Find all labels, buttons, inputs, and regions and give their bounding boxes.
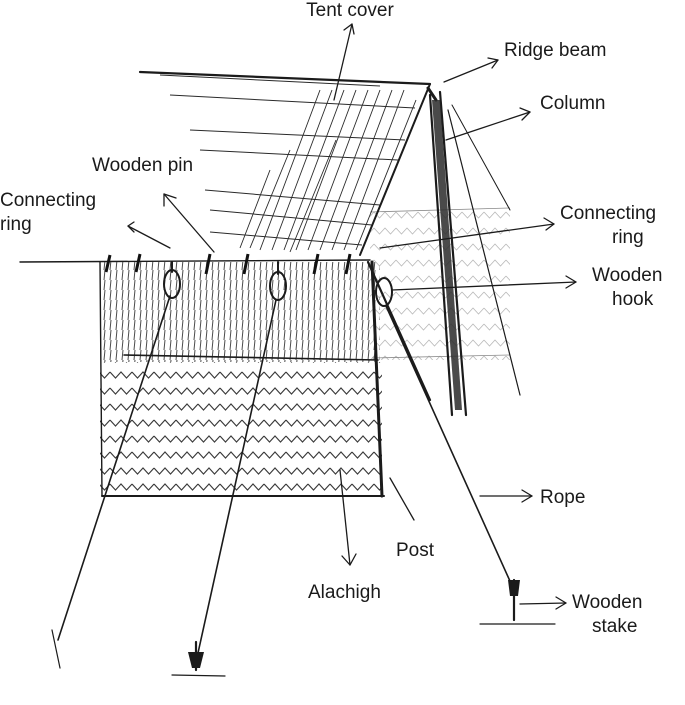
wooden-stakes <box>51 578 556 677</box>
label-column: Column <box>540 93 606 114</box>
label-connecting-ring-left-line2: ring <box>0 214 32 235</box>
label-rope: Rope <box>540 487 586 508</box>
ridge-beam-and-column <box>426 86 521 417</box>
annotation-arrows <box>127 23 577 610</box>
label-alachigh: Alachigh <box>308 582 381 603</box>
tent-cover-shape <box>19 70 432 263</box>
label-tent-cover: Tent cover <box>306 0 394 21</box>
label-connecting-ring-right-line2: ring <box>612 227 644 248</box>
label-wooden-hook-line1: Wooden <box>592 265 663 286</box>
label-connecting-ring-left-line1: Connecting <box>0 190 97 211</box>
label-wooden-stake-line2: stake <box>592 616 638 637</box>
wall-alachigh <box>99 260 385 498</box>
label-post: Post <box>396 540 435 561</box>
wooden-pins <box>104 253 352 275</box>
label-ridge-beam: Ridge beam <box>504 40 607 61</box>
label-wooden-hook-line2: hook <box>612 289 654 310</box>
label-wooden-pin: Wooden pin <box>92 155 194 176</box>
connecting-rings <box>163 261 393 307</box>
ropes <box>57 260 515 663</box>
label-wooden-stake-line1: Wooden <box>572 592 643 613</box>
label-connecting-ring-right-line1: Connecting <box>560 203 657 224</box>
